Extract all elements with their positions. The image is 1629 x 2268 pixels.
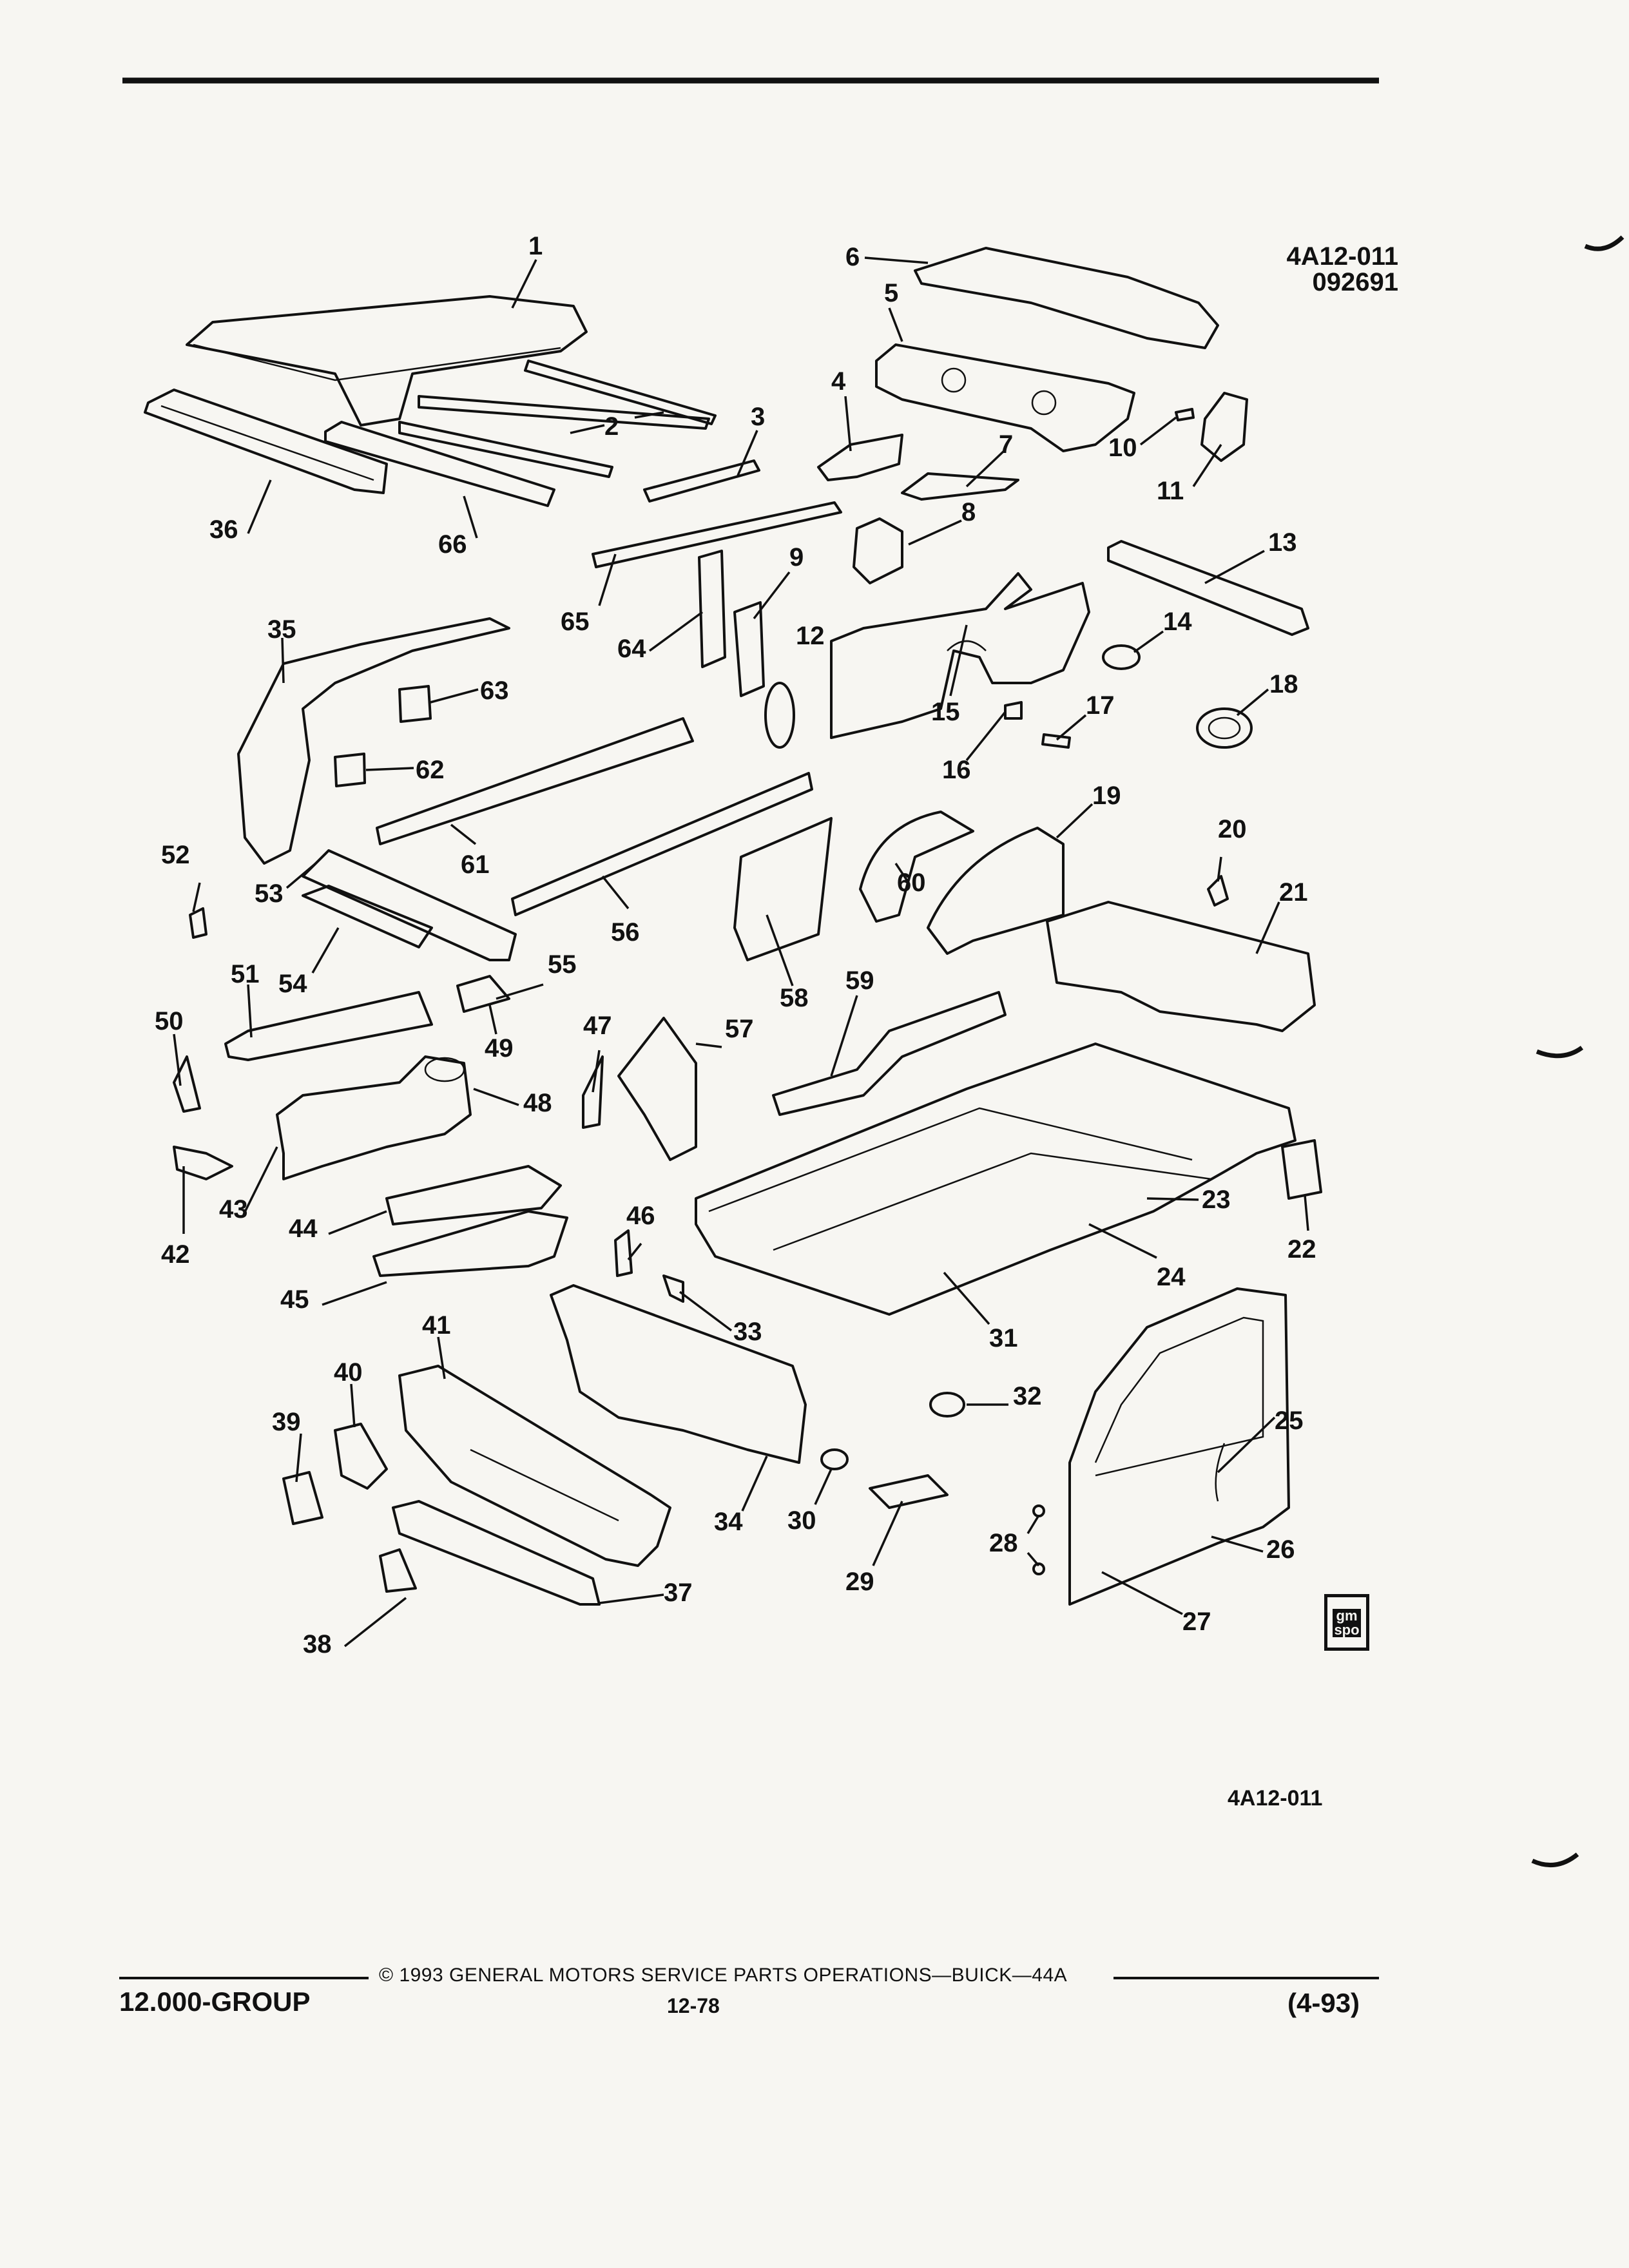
- callout-52: 52: [161, 841, 190, 869]
- callout-33: 33: [733, 1318, 762, 1346]
- callout-19: 19: [1092, 782, 1121, 810]
- callout-1: 1: [528, 232, 543, 260]
- callout-50: 50: [155, 1007, 184, 1035]
- binding-mark: [1536, 1046, 1584, 1059]
- callout-7: 7: [999, 430, 1013, 459]
- figure-code: 4A12-011 092691: [1244, 244, 1398, 295]
- callout-56: 56: [611, 918, 640, 947]
- callout-10: 10: [1108, 434, 1137, 462]
- gm-spo-logo-text: gm spo: [1333, 1609, 1361, 1637]
- callout-53: 53: [255, 879, 284, 908]
- page-number: 12-78: [667, 1994, 720, 2017]
- callout-57: 57: [725, 1015, 754, 1043]
- callout-31: 31: [989, 1324, 1018, 1352]
- callout-36: 36: [209, 515, 238, 544]
- callout-63: 63: [480, 677, 509, 705]
- callout-13: 13: [1268, 528, 1297, 557]
- callout-37: 37: [664, 1579, 693, 1607]
- callout-17: 17: [1086, 691, 1115, 720]
- callout-43: 43: [219, 1195, 248, 1224]
- binding-mark: [1584, 235, 1624, 251]
- leader-lines: [173, 256, 1309, 1648]
- callout-47: 47: [583, 1012, 612, 1040]
- callout-48: 48: [523, 1089, 552, 1117]
- callout-51: 51: [231, 960, 260, 988]
- callout-18: 18: [1269, 670, 1298, 698]
- callout-20: 20: [1218, 815, 1247, 843]
- callout-21: 21: [1279, 878, 1308, 907]
- callout-44: 44: [289, 1215, 318, 1243]
- callout-64: 64: [617, 635, 646, 663]
- callout-61: 61: [461, 850, 490, 879]
- callout-38: 38: [303, 1630, 332, 1658]
- callout-41: 41: [422, 1311, 451, 1340]
- callout-58: 58: [780, 984, 809, 1012]
- callout-24: 24: [1157, 1263, 1186, 1291]
- callout-3: 3: [751, 403, 765, 431]
- callout-15: 15: [931, 698, 960, 726]
- callout-labels: 1 2 3 4 5 6 7 8 9 10 11 12 13 14 15 16 1…: [155, 232, 1316, 1658]
- callout-30: 30: [787, 1506, 816, 1535]
- callout-49: 49: [485, 1034, 514, 1062]
- callout-59: 59: [845, 966, 874, 995]
- callout-54: 54: [278, 970, 307, 998]
- callout-45: 45: [280, 1285, 309, 1314]
- callout-60: 60: [897, 869, 926, 897]
- group-label: 12.000-GROUP: [119, 1986, 311, 2017]
- callout-28: 28: [989, 1529, 1018, 1557]
- figure-number: 4A12-011: [1286, 242, 1398, 271]
- callout-62: 62: [416, 756, 445, 784]
- binding-mark: [1531, 1852, 1579, 1867]
- callout-65: 65: [561, 608, 590, 636]
- callout-5: 5: [884, 279, 898, 307]
- figure-code-bottom: 4A12-011: [1228, 1786, 1323, 1811]
- callout-35: 35: [267, 615, 296, 644]
- callout-55: 55: [548, 950, 577, 979]
- revision-code: (4-93): [1287, 1988, 1360, 2018]
- callout-8: 8: [961, 498, 976, 526]
- callout-22: 22: [1287, 1235, 1316, 1264]
- callout-29: 29: [845, 1568, 874, 1596]
- callout-9: 9: [789, 543, 804, 572]
- callout-4: 4: [831, 367, 846, 396]
- callout-25: 25: [1275, 1407, 1304, 1435]
- callout-42: 42: [161, 1240, 190, 1269]
- callout-27: 27: [1182, 1608, 1211, 1636]
- callout-26: 26: [1266, 1535, 1295, 1564]
- callout-16: 16: [942, 756, 971, 784]
- callout-66: 66: [438, 530, 467, 559]
- figure-date: 092691: [1312, 268, 1398, 296]
- callout-14: 14: [1163, 608, 1192, 636]
- callout-11: 11: [1157, 477, 1184, 505]
- copyright-line: © 1993 GENERAL MOTORS SERVICE PARTS OPER…: [379, 1965, 1068, 1986]
- gm-spo-logo: gm spo: [1324, 1594, 1369, 1651]
- part-drawings: [144, 247, 1322, 1606]
- callout-46: 46: [626, 1202, 655, 1230]
- callout-12: 12: [796, 622, 825, 650]
- callout-40: 40: [334, 1358, 363, 1387]
- callout-23: 23: [1202, 1186, 1231, 1214]
- callout-32: 32: [1013, 1382, 1042, 1410]
- callout-34: 34: [714, 1508, 743, 1536]
- callout-2: 2: [604, 412, 619, 441]
- callout-39: 39: [272, 1408, 301, 1436]
- callout-6: 6: [845, 243, 860, 271]
